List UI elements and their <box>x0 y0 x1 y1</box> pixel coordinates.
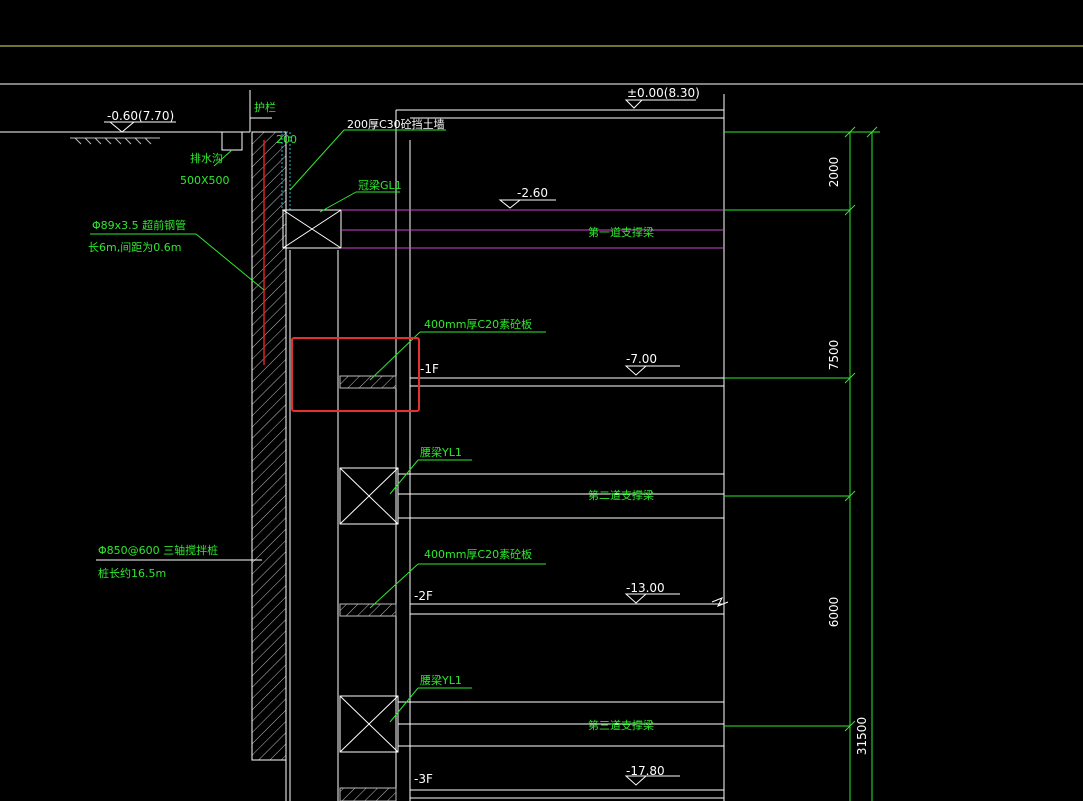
floor-b3-label: -3F <box>414 772 433 786</box>
level-ground: -0.60(7.70) <box>107 109 174 123</box>
pipe-spec-label: Φ89x3.5 超前钢管 <box>92 218 186 232</box>
waist-beam-1-label: 腰梁YL1 <box>420 445 462 459</box>
level-markers <box>104 99 696 786</box>
dimension-lines <box>844 126 878 801</box>
pile-len-label: 桩长约16.5m <box>98 566 166 580</box>
dim-6000: 6000 <box>827 597 841 628</box>
ground-line <box>0 131 250 145</box>
pile-spec-label: Φ850@600 三轴搅拌桩 <box>98 543 218 557</box>
crown-beam-label: 冠梁GL1 <box>358 178 402 192</box>
dim-31500: 31500 <box>855 717 869 755</box>
drain-label: 排水沟 <box>190 151 223 165</box>
waist-beam-1-box <box>339 467 850 525</box>
mixing-pile-wall <box>251 131 291 761</box>
dim-7500: 7500 <box>827 340 841 371</box>
leader-lines <box>90 129 546 723</box>
crown-beam-box <box>282 209 342 249</box>
slab-b1-label: 400mm厚C20素砼板 <box>424 317 532 331</box>
level-b1: -7.00 <box>626 352 657 366</box>
level-first-strut: -2.60 <box>517 186 548 200</box>
level-top: ±0.00(8.30) <box>627 86 700 100</box>
selection-rectangle[interactable] <box>291 337 420 412</box>
pipe-len-label: 长6m,间距为0.6m <box>88 241 181 254</box>
floor-b2-label: -2F <box>414 589 433 603</box>
slab-b1 <box>339 375 850 389</box>
structure-lines <box>285 94 880 801</box>
slab-b2 <box>339 597 729 617</box>
waist-beam-2-label: 腰梁YL1 <box>420 673 462 687</box>
level-b3: -17.80 <box>626 764 665 778</box>
waist-beam-2-box <box>339 695 850 753</box>
parapet <box>249 90 272 132</box>
dim-2000: 2000 <box>827 157 841 188</box>
slab-b3 <box>339 787 724 801</box>
strut-2-label: 第二道支撑梁 <box>588 488 654 502</box>
drain-ditch <box>213 132 243 167</box>
strut-1-label: 第一道支撑梁 <box>588 225 654 239</box>
text-labels: ±0.00(8.30) -0.60(7.70) 护栏 200 200厚C30砼挡… <box>88 86 869 786</box>
parapet-label: 护栏 <box>254 100 276 114</box>
first-strut-lines <box>341 209 850 249</box>
slab-b2-label: 400mm厚C20素砼板 <box>424 547 532 561</box>
level-b2: -13.00 <box>626 581 665 595</box>
floor-b1-label: -1F <box>420 362 439 376</box>
drawing-frame <box>0 45 1083 85</box>
drain-size: 500X500 <box>180 174 230 187</box>
strut-3-label: 第三道支撑梁 <box>588 718 654 732</box>
wall-top-label: 200厚C30砼挡土墙 <box>347 117 445 131</box>
parapet-dim: 200 <box>276 133 297 146</box>
